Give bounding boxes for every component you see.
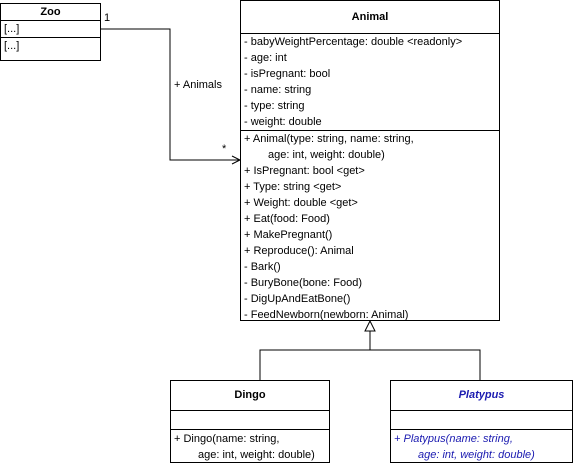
attribute-row: - isPregnant: bool bbox=[244, 68, 331, 80]
class-name: Zoo bbox=[40, 6, 61, 18]
attributes-compartment: [...] bbox=[1, 20, 100, 37]
source-multiplicity: 1 bbox=[104, 12, 111, 24]
methods-compartment: + Dingo(name: string, age: int, weight: … bbox=[171, 429, 329, 463]
method-row: + Platypus(name: string, bbox=[394, 433, 513, 445]
attribute-row: - age: int bbox=[244, 52, 287, 64]
class-platypus[interactable]: Platypus + Platypus(name: string, age: i… bbox=[390, 380, 573, 463]
generalization-line-platypus bbox=[370, 349, 481, 380]
class-dingo[interactable]: Dingo + Dingo(name: string, age: int, we… bbox=[170, 380, 330, 463]
target-multiplicity: * bbox=[222, 143, 227, 155]
method-row: + Animal(type: string, name: string, bbox=[244, 133, 414, 145]
generalization-triangle bbox=[364, 319, 376, 332]
method-row: + Eat(food: Food) bbox=[244, 213, 330, 225]
attribute-row: - babyWeightPercentage: double <readonly… bbox=[244, 36, 463, 48]
methods-compartment: + Animal(type: string, name: string, age… bbox=[241, 130, 499, 323]
generalization-line-dingo bbox=[259, 349, 370, 380]
class-name: Platypus bbox=[458, 389, 505, 401]
method-row: + MakePregnant() bbox=[244, 229, 333, 241]
method-row-continued: age: int, weight: double) bbox=[418, 449, 535, 461]
methods-compartment: + Platypus(name: string, age: int, weigh… bbox=[391, 429, 572, 463]
class-name: Dingo bbox=[234, 389, 266, 401]
method-row: - BuryBone(bone: Food) bbox=[244, 277, 363, 289]
method-row-continued: age: int, weight: double) bbox=[268, 149, 385, 161]
class-animal[interactable]: Animal - babyWeightPercentage: double <r… bbox=[240, 0, 500, 321]
method-row: + Dingo(name: string, bbox=[174, 433, 280, 445]
method-row: + IsPregnant: bool <get> bbox=[244, 165, 365, 177]
attribute-row: - name: string bbox=[244, 84, 312, 96]
class-zoo[interactable]: Zoo [...] [...] bbox=[0, 3, 101, 61]
method-row: - FeedNewborn(newborn: Animal) bbox=[244, 309, 409, 321]
method-row: - Bark() bbox=[244, 261, 281, 273]
attributes-compartment: - babyWeightPercentage: double <readonly… bbox=[241, 33, 499, 130]
method-row: - DigUpAndEatBone() bbox=[244, 293, 351, 305]
association-role-label: + Animals bbox=[174, 79, 222, 91]
method-row-continued: age: int, weight: double) bbox=[198, 449, 315, 461]
attribute-row: [...] bbox=[4, 23, 20, 35]
class-name: Animal bbox=[351, 11, 389, 23]
method-row: + Type: string <get> bbox=[244, 181, 342, 193]
attribute-row: - weight: double bbox=[244, 116, 322, 128]
attributes-compartment bbox=[171, 410, 329, 429]
method-row: + Weight: double <get> bbox=[244, 197, 358, 209]
method-row: [...] bbox=[4, 40, 20, 52]
attributes-compartment bbox=[391, 410, 572, 429]
method-row: + Reproduce(): Animal bbox=[244, 245, 354, 257]
attribute-row: - type: string bbox=[244, 100, 305, 112]
methods-compartment: [...] bbox=[1, 37, 100, 54]
association-line bbox=[100, 28, 240, 161]
